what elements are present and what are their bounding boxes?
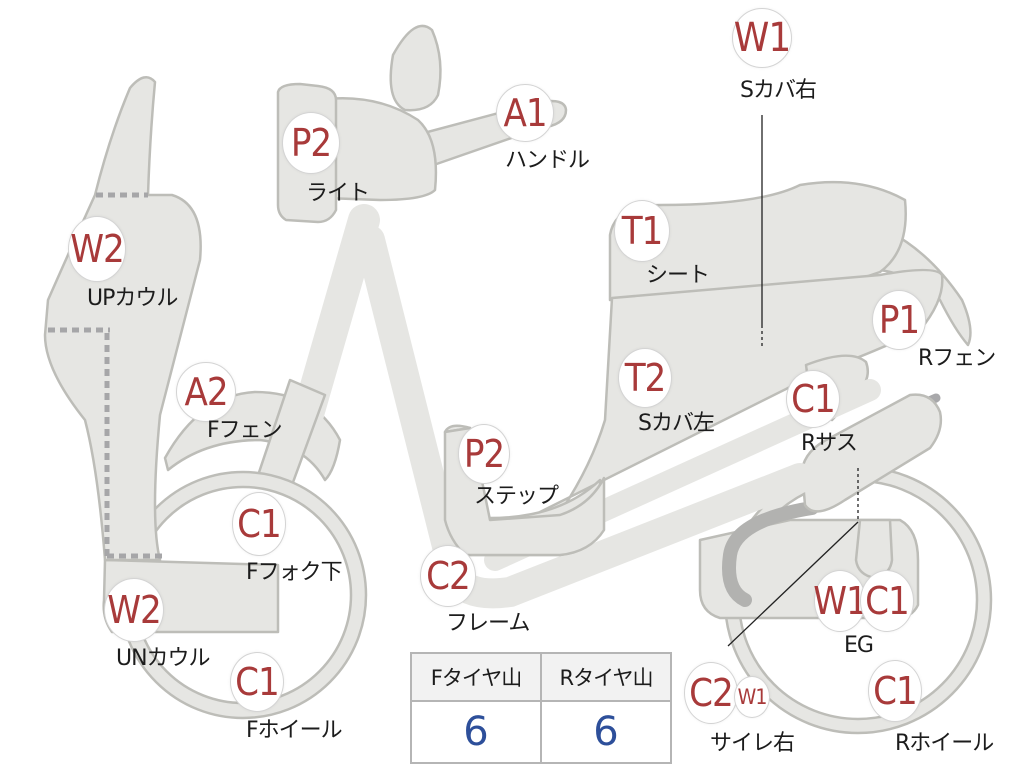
engine-label: EG — [844, 633, 874, 658]
windscreen-shape — [389, 24, 442, 112]
engine-c-badge: C1 — [860, 570, 914, 632]
headlight-shape — [316, 97, 438, 202]
seat-badge: T1 — [614, 200, 670, 262]
f-wheel-badge: C1 — [230, 652, 284, 712]
f-fork-lower-label: Fフォク下 — [246, 560, 343, 585]
r-fender-badge: P1 — [872, 290, 926, 350]
leader-silencer — [727, 521, 859, 647]
un-cowl-badge: W2 — [104, 578, 164, 642]
tire-table-value-row: 6 6 — [410, 700, 672, 764]
up-cowl-badge: W2 — [68, 216, 126, 282]
silencer-w-badge: W1 — [734, 676, 770, 718]
light-label: ライト — [306, 181, 370, 206]
silencer-shape — [800, 393, 943, 513]
light-badge: P2 — [282, 112, 340, 174]
r-wheel-badge: C1 — [868, 660, 922, 722]
seat-label: シート — [646, 263, 710, 288]
r-tire-value: 6 — [540, 700, 672, 764]
tire-tread-table: Fタイヤ山 Rタイヤ山 6 6 — [410, 652, 672, 764]
tire-table-header-row: Fタイヤ山 Rタイヤ山 — [410, 652, 672, 702]
s-cover-right-badge: W1 — [732, 8, 792, 68]
r-suspension-label: Rサス — [801, 431, 858, 456]
frame-badge: C2 — [420, 545, 476, 607]
f-fender-badge: A2 — [176, 362, 236, 422]
frame-label: フレーム — [446, 611, 530, 636]
r-wheel-label: Rホイール — [895, 731, 994, 756]
r-tire-header: Rタイヤ山 — [540, 652, 672, 702]
f-fender-label: Fフェン — [207, 418, 283, 443]
s-cover-left-badge: T2 — [618, 348, 672, 408]
handle-label: ハンドル — [505, 148, 590, 173]
handle-badge: A1 — [496, 84, 554, 142]
silencer-c-badge: C2 — [684, 662, 738, 724]
f-tire-value: 6 — [410, 700, 542, 764]
s-cover-right-label: Sカバ右 — [740, 78, 817, 103]
s-cover-left-label: Sカバ左 — [638, 411, 715, 436]
r-suspension-badge: C1 — [786, 370, 840, 428]
step-badge: P2 — [458, 424, 510, 484]
exhaust-pipe — [722, 501, 819, 607]
silencer-right-label: サイレ右 — [710, 731, 795, 756]
up-cowl-shape — [43, 75, 202, 562]
f-tire-header: Fタイヤ山 — [410, 652, 542, 702]
step-label: ステップ — [474, 484, 559, 509]
up-cowl-label: UPカウル — [87, 286, 178, 311]
f-wheel-label: Fホイール — [246, 718, 343, 743]
f-fork-lower-badge: C1 — [232, 492, 286, 556]
un-cowl-label: UNカウル — [116, 646, 211, 671]
engine-w-badge: W1 — [813, 570, 868, 632]
r-fender-label: Rフェン — [918, 346, 996, 371]
